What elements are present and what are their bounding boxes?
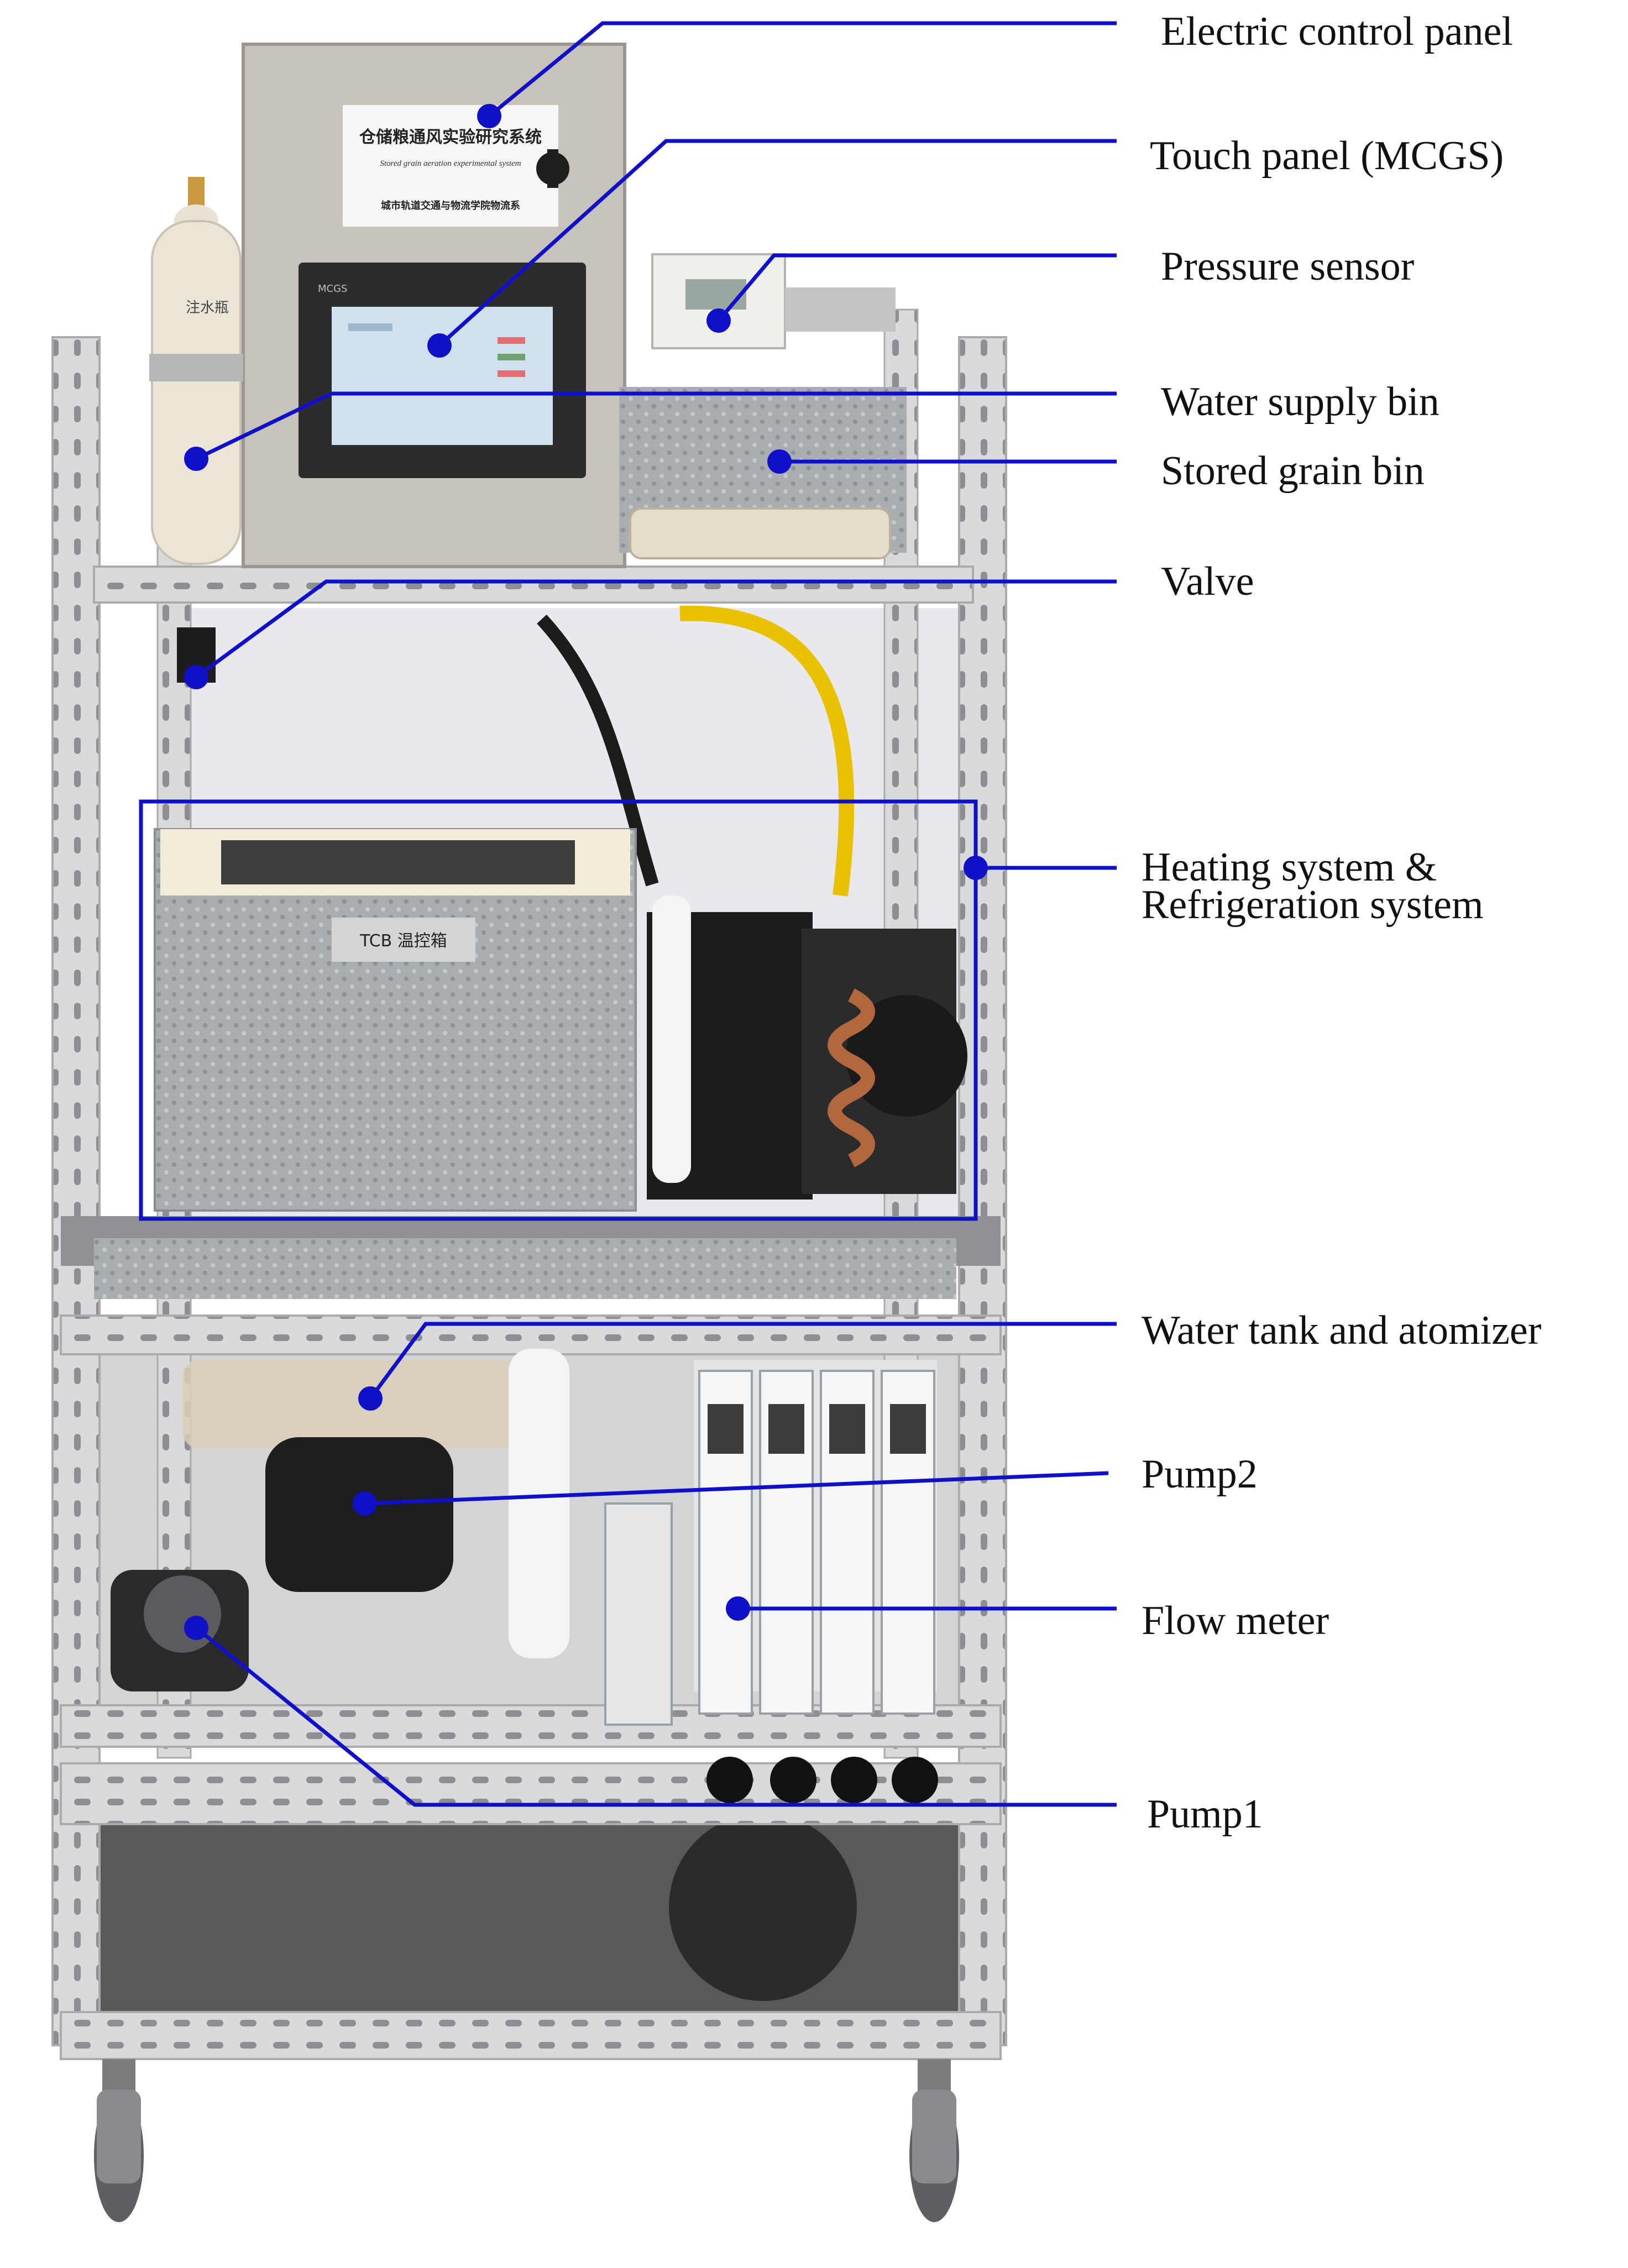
label-pump2: Pump2 <box>1142 1452 1258 1497</box>
power-strip <box>629 507 891 559</box>
callout-line-water-tank <box>369 1322 1117 1400</box>
label-heating-refrigeration: Heating system & Refrigeration system <box>1142 845 1484 928</box>
condenser-fan <box>846 995 967 1117</box>
din-rail <box>785 287 896 332</box>
callout-dot-water-tank <box>358 1386 383 1411</box>
box-label-plate <box>332 918 475 962</box>
callout-dot-valve <box>184 665 208 689</box>
small-flow-meter <box>604 1502 673 1726</box>
shelf-top <box>93 565 974 604</box>
nameplate-line3: 城市轨道交通与物流学院物流系 <box>381 200 520 212</box>
label-water-supply-bin: Water supply bin <box>1161 379 1439 425</box>
shelf-foil <box>94 1238 956 1299</box>
label-refrigeration-line: Refrigeration system <box>1142 882 1484 928</box>
callout-line-water-supply-bin <box>195 391 1117 461</box>
caster-right <box>909 2059 959 2222</box>
base-fan <box>669 1813 857 2001</box>
yellow-hose <box>679 605 855 897</box>
callout-dot-water-supply-bin <box>184 447 208 471</box>
label-electric-control-panel: Electric control panel <box>1161 9 1513 54</box>
callout-line-valve <box>195 579 1117 679</box>
callout-dot-flow-meter <box>726 1596 750 1621</box>
box-label: TCB 温控箱 <box>359 931 447 951</box>
control-panel-nameplate <box>343 105 558 227</box>
touch-screen-brand: MCGS <box>318 283 347 295</box>
label-stored-grain-bin: Stored grain bin <box>1161 448 1425 494</box>
caster-left <box>94 2059 144 2222</box>
callout-dot-pump2 <box>353 1491 377 1516</box>
callout-dot-pressure-sensor <box>706 308 731 333</box>
callout-dot-pump1 <box>184 1616 208 1640</box>
callout-line-electric-control-panel <box>488 21 1117 118</box>
label-pressure-sensor: Pressure sensor <box>1161 244 1415 289</box>
frame-upright-left-front <box>51 336 101 2046</box>
wire-bundle <box>537 614 659 887</box>
shelf-base <box>60 2011 1002 2060</box>
label-flow-meter: Flow meter <box>1142 1598 1329 1643</box>
label-pump1: Pump1 <box>1147 1792 1263 1837</box>
callout-dot-touch-panel <box>427 333 452 358</box>
callout-line-pump1 <box>195 1626 1117 1807</box>
insulated-pipe <box>652 895 691 1183</box>
callout-line-pressure-sensor <box>717 253 1117 322</box>
pump2-body <box>265 1437 453 1592</box>
heating-refrigeration-highlight <box>139 799 978 1221</box>
copper-coil <box>828 988 875 1167</box>
label-touch-panel: Touch panel (MCGS) <box>1150 133 1504 179</box>
callout-line-touch-panel <box>438 139 1117 347</box>
nameplate-line1: 仓储粮通风实验研究系统 <box>359 128 542 147</box>
label-water-tank-atomizer: Water tank and atomizer <box>1142 1308 1542 1353</box>
callout-dot-electric-control-panel <box>477 104 501 128</box>
insulated-pipe-lower <box>509 1349 569 1658</box>
water-tank <box>182 1360 536 1448</box>
label-heating-line: Heating system & <box>1142 845 1437 890</box>
nameplate-line2: Stored grain aeration experimental syste… <box>380 159 521 168</box>
water-supply-bottle <box>149 177 243 565</box>
label-valve: Valve <box>1161 559 1254 604</box>
callout-line-pump2 <box>364 1471 1109 1506</box>
callout-dot-heating-refrigeration <box>964 856 988 880</box>
callout-dot-stored-grain-bin <box>767 449 792 474</box>
flow-meter-bank <box>694 1360 938 1803</box>
bottle-label: 注水瓶 <box>186 300 229 316</box>
shelf-middle <box>60 1314 1002 1355</box>
